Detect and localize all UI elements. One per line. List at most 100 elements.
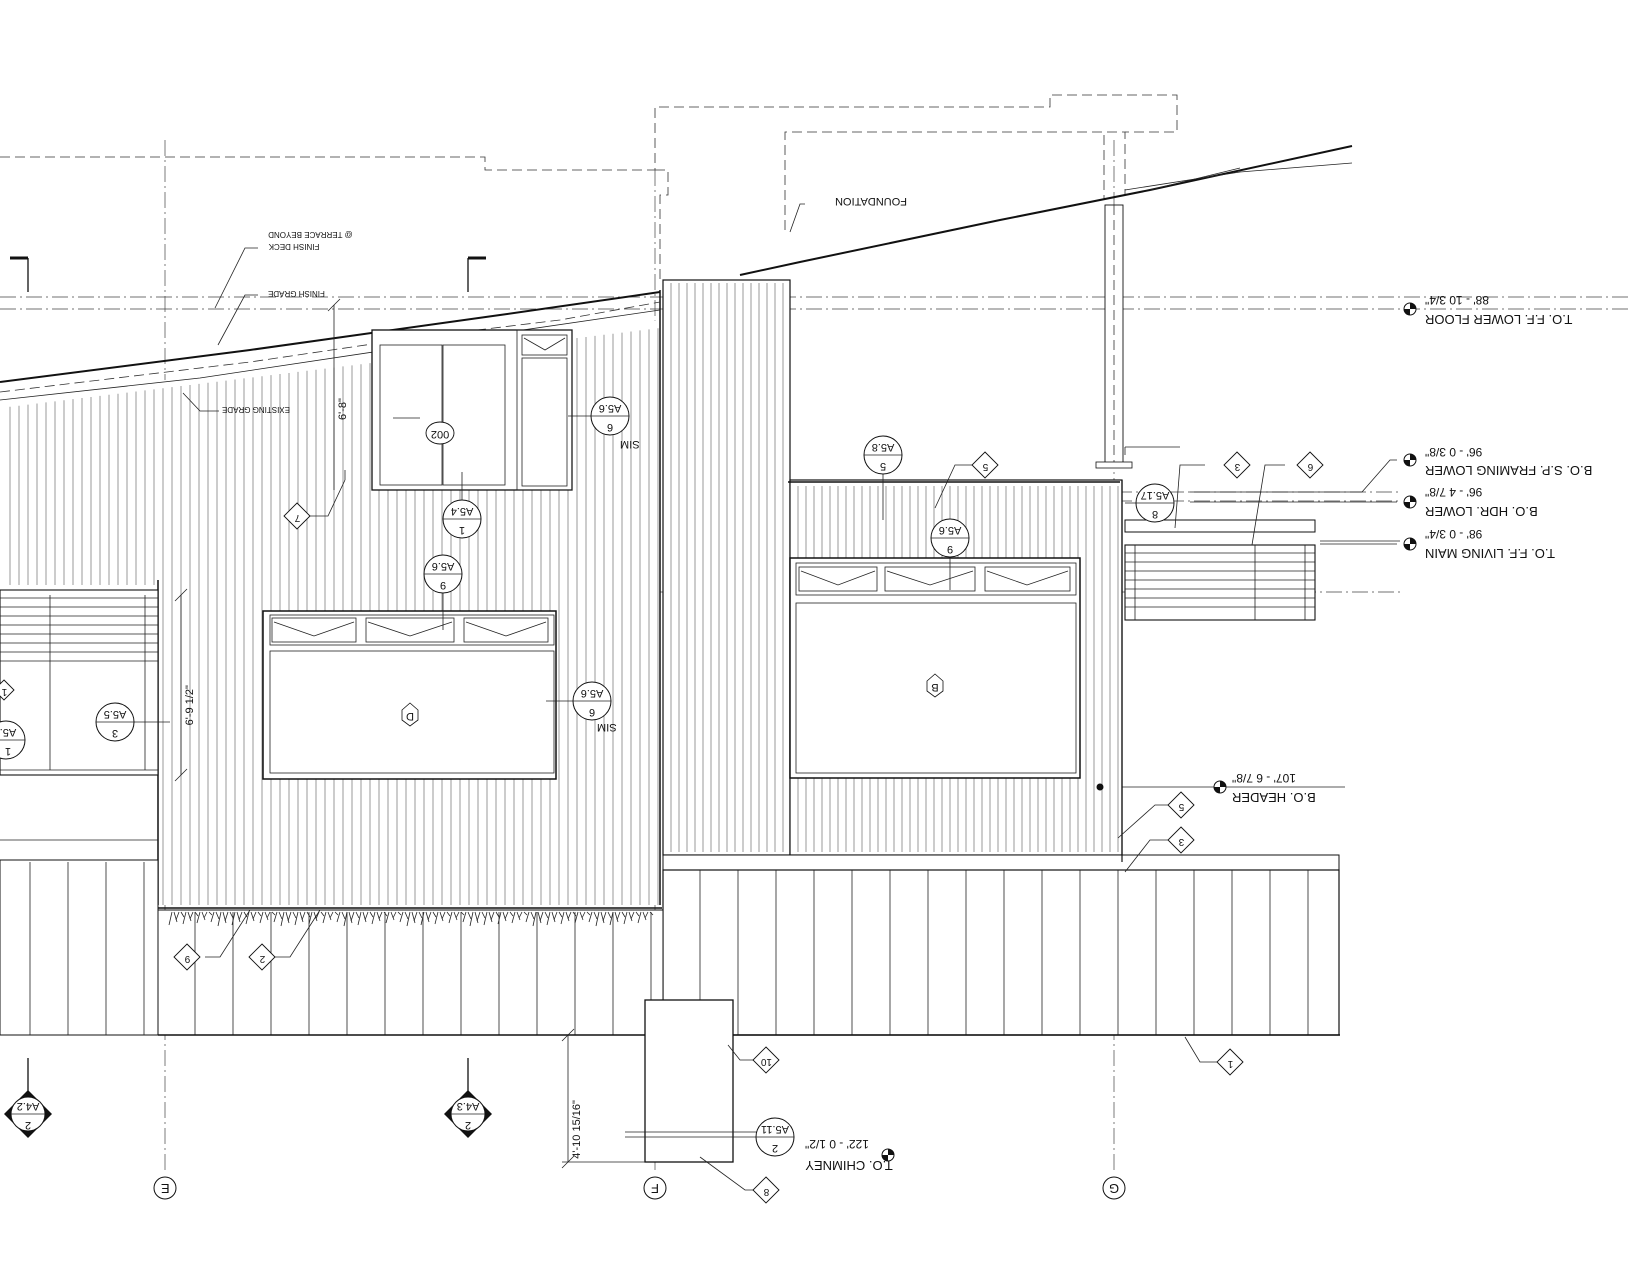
section-num: 2 — [25, 1119, 31, 1131]
grass-blade — [231, 911, 236, 926]
level-value-chimney: 122' - 0 1/2" — [805, 1137, 869, 1151]
detail-sheet: A5.5 — [104, 708, 127, 720]
vertical-siding-middle — [670, 283, 784, 852]
grass-blade — [434, 911, 439, 925]
grid-bubble-e: E — [153, 1176, 177, 1200]
grass-blade — [411, 911, 416, 924]
grass-blade — [285, 911, 290, 924]
grass-blade — [495, 911, 500, 918]
grass-blade — [532, 911, 537, 927]
grass-blade — [609, 911, 614, 926]
grass-blade — [635, 911, 640, 917]
grass-blade — [588, 911, 593, 923]
keynote-tag-1-left: 1 — [0, 679, 15, 701]
grass-blade — [602, 911, 607, 922]
level-label-chimney: T.O. CHIMNEY — [805, 1158, 893, 1173]
grass-blade — [182, 911, 187, 925]
keynote-tag-1: 1 — [1216, 1048, 1244, 1076]
grid-label: E — [161, 1181, 170, 1196]
level-marker-sp-framing: B.O. S.P. FRAMING LOWER 96' - 0 3/8" — [1403, 445, 1592, 478]
keynote-tag-6: 6 — [1296, 451, 1324, 479]
svg-text:10: 10 — [760, 1056, 772, 1067]
detail-sheet: A5.6 — [939, 524, 962, 536]
grass-blade — [565, 911, 570, 922]
grass-blade — [194, 911, 199, 917]
grass-blade — [264, 911, 269, 921]
dashed-outline-beyond — [0, 94, 1178, 280]
grass-blade — [385, 911, 390, 924]
grass-blade — [581, 911, 586, 919]
keynote-tag-9: 9 — [173, 943, 201, 971]
door-number: 002 — [431, 428, 449, 440]
grass-blade — [616, 911, 621, 921]
detail-callout-a58: 5 A5.8 — [863, 435, 903, 520]
note-finish-grade: FINISH GRADE — [268, 289, 325, 298]
detail-callout-a54: 1 A5.4 — [442, 472, 482, 539]
svg-text:1: 1 — [1227, 1058, 1233, 1069]
detail-callout-a5-partial: 1 A5. — [0, 720, 26, 760]
window-b: B — [789, 557, 1081, 779]
level-marker-living-main: T.O. F.F. LIVING MAIN 98' - 0 3/4" — [1403, 527, 1555, 561]
grass-blade — [502, 911, 507, 922]
grass-blade — [397, 911, 402, 916]
grass-blade — [334, 911, 339, 916]
grass-blade — [404, 911, 409, 920]
grass-blade — [329, 911, 334, 919]
detail-callout-a56-window: 6 A5.6 — [546, 681, 612, 721]
detail-sheet: A5.17 — [1141, 489, 1170, 501]
detail-num: 2 — [772, 1142, 778, 1154]
grass-blade — [224, 911, 229, 922]
right-railing — [1124, 519, 1316, 621]
svg-text:5: 5 — [982, 461, 988, 472]
grass-blade — [649, 911, 654, 916]
detail-sheet: A5.6 — [581, 687, 604, 699]
detail-callout-a56-upper: 6 A5.6 — [568, 396, 630, 436]
grass-blade — [294, 911, 299, 926]
grass-blade — [168, 911, 173, 926]
grass-blade — [518, 911, 523, 919]
grass-blade — [439, 911, 444, 922]
detail-sheet: A5.6 — [432, 560, 455, 572]
keynote-tag-8: 8 — [752, 1176, 780, 1204]
grass-blade — [238, 911, 243, 921]
grass-blade — [455, 911, 460, 919]
grass-blade — [558, 911, 563, 918]
grass-blade — [287, 911, 292, 922]
note-foundation: FOUNDATION — [835, 195, 907, 207]
grass-blade — [392, 911, 397, 919]
grass-blade — [441, 911, 446, 920]
grass-blade — [355, 911, 360, 919]
grass-blade — [453, 911, 458, 921]
section-sheet: A4.3 — [457, 1100, 480, 1112]
grass-blade — [201, 911, 206, 921]
grass-blade — [203, 911, 208, 919]
svg-text:6: 6 — [1307, 461, 1313, 472]
grass-blade — [462, 911, 467, 923]
grass-blade — [357, 911, 362, 926]
level-label-sp-framing: B.O. S.P. FRAMING LOWER — [1425, 463, 1592, 478]
grid-label: F — [651, 1181, 659, 1196]
grass-blade — [553, 911, 558, 921]
middle-tower — [662, 279, 791, 856]
grass-blade — [637, 911, 642, 924]
grass-blade — [180, 911, 185, 918]
grass-blade — [630, 911, 635, 920]
grass-blade — [208, 911, 213, 916]
grass-blade — [579, 911, 584, 921]
grass-blade — [306, 911, 311, 918]
level-marker-chimney: T.O. CHIMNEY 122' - 0 1/2" — [805, 1137, 895, 1173]
level-value-lower-floor: 88' - 10 3/4" — [1425, 293, 1489, 307]
grass-blade — [516, 911, 521, 921]
note-terrace-beyond: @ TERRACE BEYOND — [268, 230, 353, 239]
detail-num: 3 — [112, 727, 118, 739]
grass-hatch — [168, 911, 654, 927]
grass-blade — [420, 911, 425, 926]
grass-blade — [343, 911, 348, 927]
level-marker-hdr-lower: B.O. HDR. LOWER 96' - 4 7/8" — [1403, 485, 1538, 519]
grass-blade — [236, 911, 241, 923]
chimney — [625, 999, 760, 1163]
grass-blade — [299, 911, 304, 923]
grass-blade — [544, 911, 549, 919]
window-type-d: D — [406, 710, 414, 722]
plinth-board-joints — [29, 862, 1309, 1035]
